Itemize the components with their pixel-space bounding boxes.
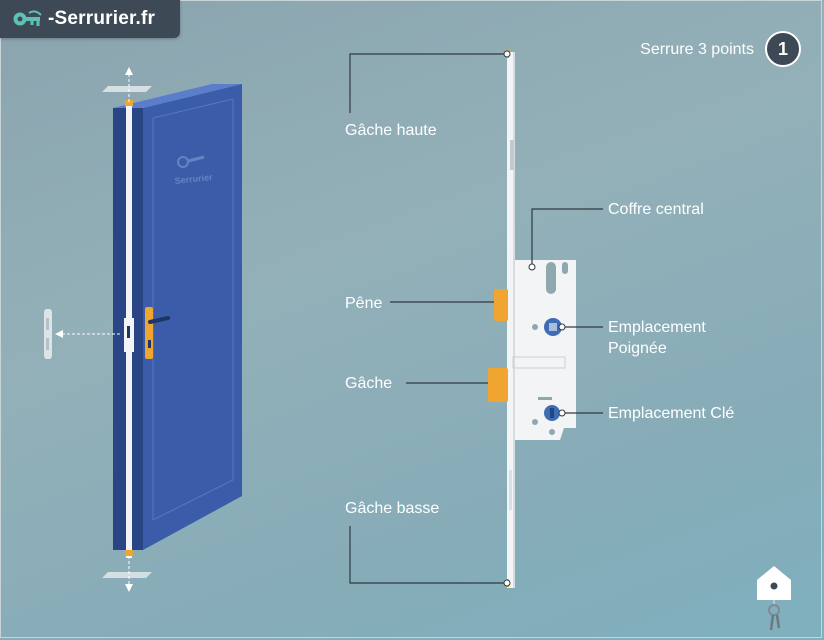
label-emplacement-cle: Emplacement Clé [608, 405, 735, 422]
label-gache: Gâche [345, 375, 393, 392]
diagram-title: Serrure 3 points [640, 41, 754, 58]
bottom-strike-plate [102, 556, 152, 592]
top-strike-plate [102, 67, 152, 104]
lock-mechanism [488, 50, 576, 588]
label-emplacement-poignee-line2: Poignée [608, 340, 667, 357]
key-logo-icon [13, 10, 42, 26]
door-logo-icon: Serrurier [174, 155, 214, 186]
leader-lines [349, 53, 603, 584]
label-gache-haute: Gâche haute [345, 122, 437, 139]
label-coffre-central: Coffre central [608, 201, 704, 218]
door-illustration [113, 84, 242, 558]
side-strike-plate [44, 309, 122, 359]
step-number-badge[interactable]: 1 [765, 31, 801, 67]
door-logo-text: Serrurier [174, 172, 213, 186]
brand-name: -Serrurier.fr [48, 8, 156, 29]
home-key-icon[interactable] [757, 566, 791, 631]
leader-dots [503, 50, 566, 587]
label-pene: Pêne [345, 295, 383, 312]
label-emplacement-poignee: Emplacement Poignée [608, 317, 706, 359]
label-emplacement-poignee-line1: Emplacement [608, 319, 706, 336]
brand-header[interactable]: -Serrurier.fr [0, 0, 180, 38]
label-gache-basse: Gâche basse [345, 500, 440, 517]
